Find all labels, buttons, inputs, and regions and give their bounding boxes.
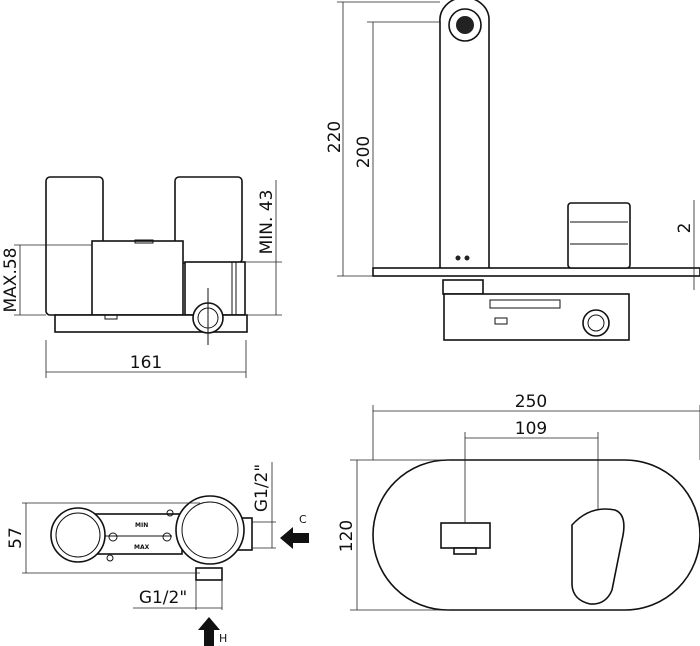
- dim-max58-label: MAX.58: [1, 248, 21, 313]
- dim-57-label: 57: [6, 527, 26, 549]
- dim-161-label: 161: [130, 353, 162, 373]
- dim-2-label: 2: [675, 223, 695, 234]
- dim-min43-label: MIN. 43: [257, 190, 277, 255]
- top-view-body: MIN MAX: [50, 495, 253, 581]
- thread-cold-label: G1/2": [252, 464, 272, 512]
- thread-hot-label: G1/2": [139, 588, 187, 608]
- front-view-dimensions: 161 MAX.58 MIN. 43: [1, 180, 282, 378]
- plate-view-body: [372, 459, 700, 611]
- max-marking: MAX: [134, 544, 150, 551]
- side-view-body: [372, 0, 700, 341]
- plate-view-dimensions: 250 109 120: [337, 392, 700, 611]
- hot-inlet-label: H: [219, 632, 227, 645]
- cold-inlet-arrow-icon: C: [280, 513, 309, 549]
- hot-inlet-arrow-icon: H: [198, 617, 227, 646]
- front-view-body: [45, 176, 248, 345]
- dim-109-label: 109: [515, 419, 547, 439]
- dim-250-label: 250: [515, 392, 547, 412]
- dim-220-label: 220: [325, 121, 345, 153]
- dim-120-label: 120: [337, 520, 357, 552]
- min-marking: MIN: [135, 522, 148, 529]
- side-view-dimensions: 220 200 2: [325, 1, 695, 290]
- cold-inlet-label: C: [299, 513, 307, 526]
- top-view-dimensions: 57 G1/2" G1/2": [6, 462, 276, 610]
- dim-200-label: 200: [354, 136, 374, 168]
